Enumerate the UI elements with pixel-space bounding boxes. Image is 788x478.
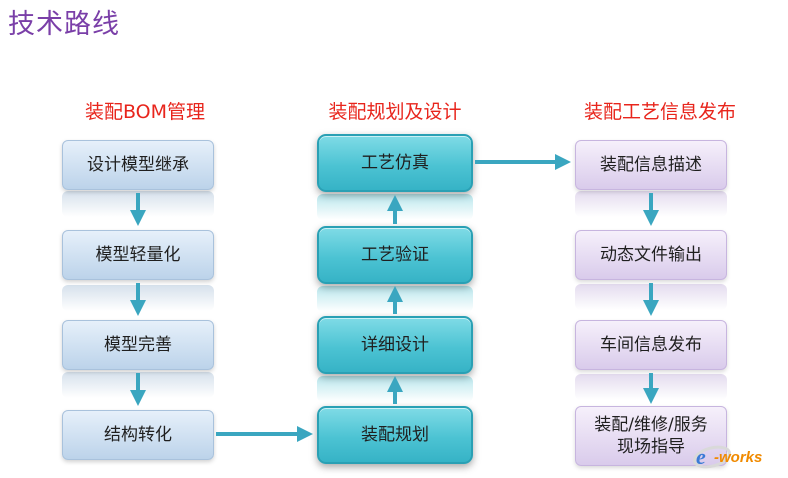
step-model-refine: 模型完善 <box>62 320 214 370</box>
svg-text:-works: -works <box>714 449 762 466</box>
step-dynamic-file-output: 动态文件输出 <box>575 230 727 280</box>
step-detailed-design: 详细设计 <box>317 316 473 374</box>
step-design-model-inherit: 设计模型继承 <box>62 140 214 190</box>
column-title-bom: 装配BOM管理 <box>84 101 206 123</box>
column-title-publish: 装配工艺信息发布 <box>583 101 736 123</box>
step-assembly-planning: 装配规划 <box>317 406 473 464</box>
step-assembly-info-desc: 装配信息描述 <box>575 140 727 190</box>
step-workshop-info-publish: 车间信息发布 <box>575 320 727 370</box>
step-model-lightweight: 模型轻量化 <box>62 230 214 280</box>
step-process-verification: 工艺验证 <box>317 226 473 284</box>
column-title-planning: 装配规划及设计 <box>328 101 462 123</box>
step-process-simulation: 工艺仿真 <box>317 134 473 192</box>
page-title: 技术路线 <box>8 9 120 40</box>
svg-text:e: e <box>696 444 706 469</box>
step-structure-convert: 结构转化 <box>62 410 214 460</box>
eworks-logo: e -works <box>692 444 762 469</box>
step-onsite-guidance: 装配/维修/服务 现场指导 <box>575 406 727 466</box>
